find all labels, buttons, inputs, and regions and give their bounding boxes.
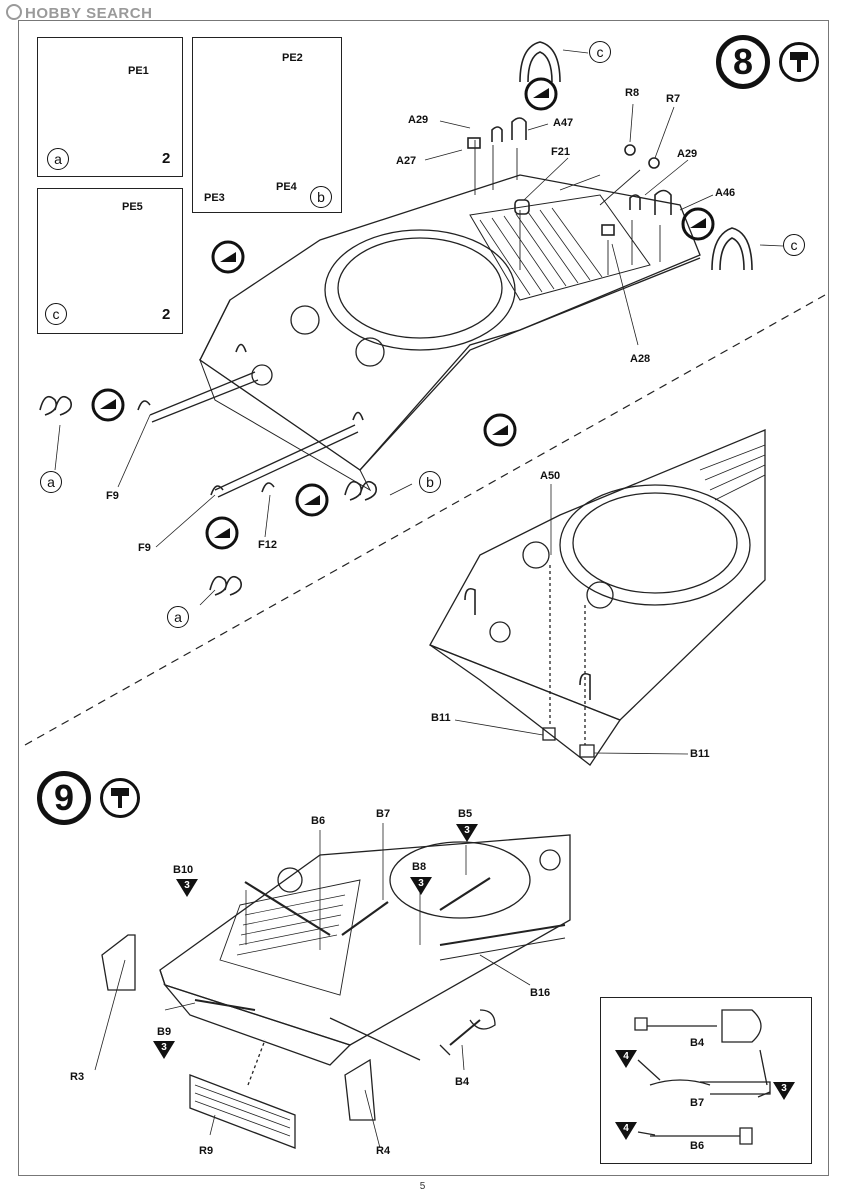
label-pe5: PE5 (122, 201, 143, 213)
direction-markers (91, 77, 715, 550)
label-pe2: PE2 (282, 52, 303, 64)
watermark-logo-icon (6, 4, 22, 20)
paint-ref-inset-b6: 4 (615, 1122, 637, 1140)
label-a28: A28 (630, 353, 651, 365)
label-a27: A27 (396, 155, 417, 167)
label-r4: R4 (376, 1145, 391, 1157)
label-a50: A50 (540, 470, 561, 482)
paint-triangle-icon (176, 879, 198, 897)
label-b16: B16 (530, 987, 551, 999)
label-pe3: PE3 (204, 192, 225, 204)
label-b11-left: B11 (431, 712, 451, 724)
label-f9-left: F9 (106, 490, 119, 502)
label-b9: B9 (157, 1026, 172, 1038)
callout-b: b (419, 471, 441, 493)
callout-c-right: c (783, 234, 805, 256)
rear-hull-view (94, 823, 571, 1149)
label-b4: B4 (455, 1076, 470, 1088)
label-b10: B10 (173, 864, 194, 876)
label-b7: B7 (376, 808, 391, 820)
label-r8: R8 (625, 87, 640, 99)
upper-hull-main-view (149, 174, 701, 498)
label-f12: F12 (258, 539, 277, 551)
label-f9-bottom: F9 (138, 542, 151, 554)
label-inset-b4: B4 (690, 1037, 705, 1049)
label-b8: B8 (412, 861, 427, 873)
label-inset-b6: B6 (690, 1140, 705, 1152)
paint-ref-inset-b4: 3 (773, 1082, 795, 1100)
label-r7: R7 (666, 93, 681, 105)
label-b6: B6 (311, 815, 326, 827)
callout-a-bottom: a (167, 606, 189, 628)
label-a47: A47 (553, 117, 574, 129)
hobby-search-watermark: HOBBY SEARCH (6, 4, 152, 22)
paint-ref-inset-b7: 4 (615, 1050, 637, 1068)
inset-c-letter: c (45, 303, 67, 325)
paint-ref-b8: 3 (410, 877, 432, 895)
inset-b-letter: b (310, 186, 332, 208)
inset-b (192, 37, 342, 213)
step-9-detail-inset (600, 997, 812, 1164)
screwdriver-icon (790, 52, 808, 72)
paint-ref-b9: 3 (153, 1041, 175, 1059)
paint-ref-b10: 3 (176, 879, 198, 897)
paint-triangle-icon (153, 1041, 175, 1059)
label-b5: B5 (458, 808, 473, 820)
paint-triangle-icon (615, 1050, 637, 1068)
paint-triangle-icon (456, 824, 478, 842)
label-a46: A46 (715, 187, 736, 199)
callout-c-top: c (589, 41, 611, 63)
paint-triangle-icon (410, 877, 432, 895)
label-pe1: PE1 (128, 65, 149, 77)
step-9-tool-icon (100, 778, 140, 818)
label-b11-right: B11 (690, 748, 710, 760)
inset-a-qty: 2 (162, 150, 171, 167)
paint-triangle-icon (773, 1082, 795, 1100)
inset-c-qty: 2 (162, 306, 171, 323)
label-r3: R3 (70, 1071, 85, 1083)
paint-triangle-icon (615, 1122, 637, 1140)
page-number: 5 (419, 1181, 426, 1192)
step-8-number-badge: 8 (716, 35, 770, 89)
step-8-tool-icon (779, 42, 819, 82)
label-pe4: PE4 (276, 181, 297, 193)
page-frame (18, 20, 829, 1176)
label-inset-b7: B7 (690, 1097, 705, 1109)
screwdriver-icon (111, 788, 129, 808)
label-f21: F21 (551, 146, 570, 158)
step-9-number-badge: 9 (37, 771, 91, 825)
upper-hull-front-detail (429, 429, 766, 766)
paint-ref-b5: 3 (456, 824, 478, 842)
inset-a-letter: a (47, 148, 69, 170)
label-a29-right: A29 (677, 148, 698, 160)
callout-a-left: a (40, 471, 62, 493)
label-r9: R9 (199, 1145, 214, 1157)
label-a29-top: A29 (408, 114, 429, 126)
